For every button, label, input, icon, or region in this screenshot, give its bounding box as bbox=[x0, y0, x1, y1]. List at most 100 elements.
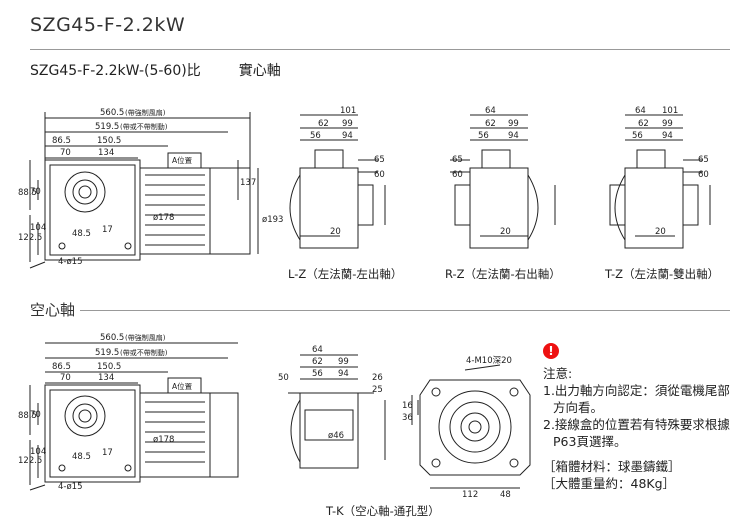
b-dim-48: 48.5 bbox=[72, 452, 91, 462]
dim-holes: 4-ø15 bbox=[58, 257, 83, 267]
rz-56: 56 bbox=[478, 131, 489, 141]
model-label: SZG45-F-2.2kW-(5-60)比 bbox=[30, 63, 201, 79]
hk-64: 64 bbox=[312, 345, 323, 355]
hk-56: 56 bbox=[312, 369, 323, 379]
tz-99: 99 bbox=[662, 119, 673, 129]
dim-137: 137 bbox=[240, 178, 256, 188]
b-dim-122: 122.5 bbox=[18, 456, 42, 466]
shaft-type-label: 實心軸 bbox=[238, 63, 281, 79]
dim-519: 519.5 bbox=[95, 122, 119, 132]
dim-dia193: ø193 bbox=[262, 215, 283, 225]
hk-dia46: ø46 bbox=[328, 431, 344, 441]
rz-99: 99 bbox=[508, 119, 519, 129]
b-dim-150: 150.5 bbox=[97, 362, 121, 372]
hollow-side-view bbox=[288, 354, 386, 469]
lz-65: 65 bbox=[374, 155, 385, 165]
dim-86: 86.5 bbox=[52, 136, 71, 146]
b-position-box: A位置 bbox=[172, 381, 193, 391]
tz-56: 56 bbox=[632, 131, 643, 141]
hk-m10: 4-M10深20 bbox=[466, 356, 512, 366]
weight-spec: ［大體重量約：48Kg］ bbox=[543, 476, 676, 491]
dim-88: 88.5 bbox=[18, 188, 37, 198]
note-item-2: 2.接線盒的位置若有特殊要求根據 bbox=[543, 417, 730, 432]
dim-150: 150.5 bbox=[97, 136, 121, 146]
lz-101: 101 bbox=[340, 106, 356, 116]
lz-94: 94 bbox=[342, 131, 353, 141]
hk-50: 50 bbox=[278, 373, 289, 383]
dim-17: 17 bbox=[102, 225, 113, 235]
tz-60: 60 bbox=[698, 170, 709, 180]
dim-560: 560.5 bbox=[100, 108, 124, 118]
notes-title: 注意: bbox=[543, 366, 573, 381]
caption-tk: T-K（空心軸-通孔型） bbox=[326, 504, 440, 518]
notes-panel: ! 注意: 1.出力軸方向認定：須從電機尾部 方向看。 2.接線盒的位置若有特殊… bbox=[543, 343, 743, 492]
lz-20: 20 bbox=[330, 227, 341, 237]
b-dim-86: 86.5 bbox=[52, 362, 71, 372]
hk-36: 36 bbox=[402, 413, 413, 423]
caption-tz: T-Z（左法蘭-雙出軸） bbox=[605, 267, 720, 281]
tz-64: 64 bbox=[635, 106, 646, 116]
material-spec: ［箱體材料：球墨鑄鐵］ bbox=[543, 459, 681, 474]
hk-112: 112 bbox=[462, 490, 478, 500]
b-dim-104: 104 bbox=[30, 447, 46, 457]
rz-60: 60 bbox=[452, 170, 463, 180]
section-divider bbox=[80, 310, 730, 311]
dim-122: 122.5 bbox=[18, 233, 42, 243]
lz-62: 62 bbox=[318, 119, 329, 129]
rz-94: 94 bbox=[508, 131, 519, 141]
note-item-1: 1.出力軸方向認定：須從電機尾部 bbox=[543, 383, 730, 398]
rz-20: 20 bbox=[500, 227, 511, 237]
b-dim-560-note: (帶強制風扇) bbox=[125, 333, 166, 342]
b-dim-17: 17 bbox=[102, 448, 113, 458]
lz-99: 99 bbox=[342, 119, 353, 129]
dim-70: 70 bbox=[60, 148, 71, 158]
b-dim-88: 88.5 bbox=[18, 411, 37, 421]
dim-dia178: ø178 bbox=[153, 213, 174, 223]
tz-20: 20 bbox=[655, 227, 666, 237]
b-dim-134: 134 bbox=[98, 373, 114, 383]
b-dim-519: 519.5 bbox=[95, 348, 119, 358]
b-dim-dia178: ø178 bbox=[153, 435, 174, 445]
hollow-shaft-title: 空心軸 bbox=[30, 301, 76, 319]
side-view-tz bbox=[609, 114, 711, 249]
hk-25: 25 bbox=[372, 385, 383, 395]
position-box: A位置 bbox=[172, 155, 193, 165]
hk-48: 48 bbox=[500, 490, 511, 500]
hk-16: 16 bbox=[402, 401, 413, 411]
dim-48: 48.5 bbox=[72, 229, 91, 239]
hk-62: 62 bbox=[312, 357, 323, 367]
tz-65: 65 bbox=[698, 155, 709, 165]
page-title: SZG45-F-2.2kW bbox=[30, 14, 186, 36]
b-dim-560: 560.5 bbox=[100, 333, 124, 343]
caption-lz: L-Z（左法蘭-左出軸） bbox=[288, 267, 403, 281]
b-dim-70v: 70 bbox=[30, 410, 41, 420]
title-divider bbox=[30, 49, 730, 50]
model-subtitle: SZG45-F-2.2kW-(5-60)比 實心軸 bbox=[30, 60, 281, 80]
front-view-bottom bbox=[29, 342, 239, 491]
front-view-top bbox=[29, 112, 259, 269]
lz-56: 56 bbox=[310, 131, 321, 141]
hk-94: 94 bbox=[338, 369, 349, 379]
b-dim-519-note: (帶或不帶制動) bbox=[120, 348, 168, 357]
rz-62: 62 bbox=[485, 119, 496, 129]
b-dim-holes: 4-ø15 bbox=[58, 482, 83, 492]
note-item-1-cont: 方向看。 bbox=[553, 400, 604, 415]
tz-101: 101 bbox=[662, 106, 678, 116]
note-item-2-cont: P63頁選擇。 bbox=[553, 434, 627, 449]
hk-26: 26 bbox=[372, 373, 383, 383]
dim-104: 104 bbox=[30, 223, 46, 233]
dim-134: 134 bbox=[98, 148, 114, 158]
dim-560-note: (帶強制風扇) bbox=[125, 108, 166, 117]
lz-60: 60 bbox=[374, 170, 385, 180]
caption-rz: R-Z（左法蘭-右出軸） bbox=[445, 267, 561, 281]
b-dim-70: 70 bbox=[60, 373, 71, 383]
rz-64: 64 bbox=[485, 106, 496, 116]
hollow-front-view bbox=[411, 364, 531, 489]
alert-icon: ! bbox=[543, 343, 559, 359]
hk-99: 99 bbox=[338, 357, 349, 367]
tz-94: 94 bbox=[662, 131, 673, 141]
side-view-lz bbox=[289, 114, 386, 249]
rz-65: 65 bbox=[452, 155, 463, 165]
tz-62: 62 bbox=[638, 119, 649, 129]
